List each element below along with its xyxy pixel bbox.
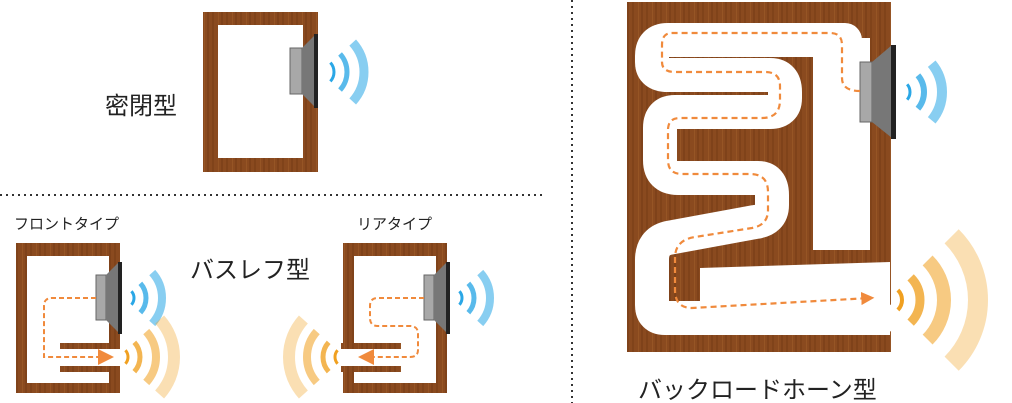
sound-wave-arc (138, 281, 149, 315)
back-loaded-horn-label: バックロードホーン型 (638, 376, 877, 403)
bass-wave-arc (922, 255, 951, 345)
sound-waves (124, 39, 988, 399)
airflow-path (358, 297, 424, 365)
bass-wave-arc (124, 349, 130, 365)
sound-wave-arc (130, 290, 136, 306)
bass-reflex-label: バスレフ型 (190, 256, 310, 284)
airflow-path (660, 31, 875, 310)
bass-wave-arc (907, 274, 925, 326)
front-type-label: フロントタイプ (14, 215, 120, 233)
bass-wave-arc (333, 349, 339, 365)
sealed-label: 密閉型 (105, 92, 177, 120)
sound-wave-arc (927, 60, 947, 124)
sound-wave-arc (466, 281, 477, 315)
sound-wave-arc (349, 39, 369, 105)
sound-wave-arc (915, 73, 927, 111)
sound-wave-arc (149, 269, 166, 327)
sound-wave-arc (905, 83, 912, 101)
sound-wave-arc (458, 290, 464, 306)
sealed-enclosure (203, 12, 318, 172)
bass-wave-arc (303, 328, 320, 386)
bass-wave-arc (896, 288, 904, 312)
rear-port-enclosure (341, 243, 450, 393)
rear-type-label: リアタイプ (357, 215, 433, 233)
front-port-enclosure (16, 243, 122, 393)
speaker-driver-icon (289, 34, 318, 108)
back-loaded-horn-enclosure (627, 2, 897, 352)
speaker-driver-icon (859, 45, 896, 139)
bass-wave-arc (155, 315, 180, 399)
sound-wave-arc (477, 269, 494, 327)
bass-wave-arc (944, 229, 988, 371)
sound-wave-arc (338, 52, 350, 92)
bass-wave-arc (283, 315, 308, 399)
bass-wave-arc (143, 328, 160, 386)
bass-wave-arc (320, 340, 331, 374)
sound-wave-arc (329, 61, 336, 83)
airflow-path (43, 297, 114, 365)
bass-wave-arc (132, 340, 143, 374)
